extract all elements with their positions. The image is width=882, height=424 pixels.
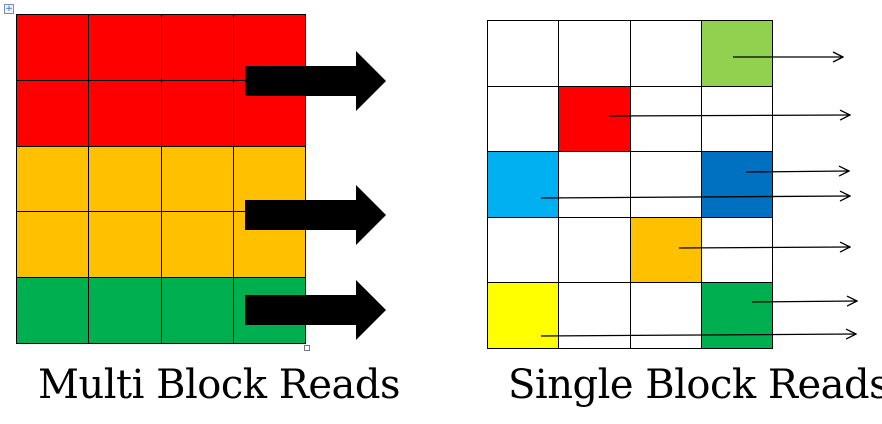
multi-block-cell bbox=[161, 212, 234, 279]
multi-block-cell bbox=[17, 212, 90, 279]
multi-block-cell bbox=[17, 80, 90, 147]
multi-block-cell bbox=[233, 146, 306, 213]
table-move-handle-icon[interactable]: + bbox=[4, 4, 14, 14]
single-block-cell bbox=[701, 217, 773, 284]
multi-block-cell bbox=[89, 80, 162, 147]
single-block-cell bbox=[630, 217, 702, 284]
multi-block-cell bbox=[17, 15, 90, 81]
multi-block-grid bbox=[16, 14, 306, 344]
single-block-cell bbox=[559, 283, 631, 349]
single-block-cell bbox=[630, 86, 702, 153]
single-block-cell bbox=[488, 283, 560, 349]
single-block-cell bbox=[630, 283, 702, 349]
multi-block-cell bbox=[233, 15, 306, 81]
multi-block-cell bbox=[161, 278, 234, 344]
single-block-cell bbox=[488, 217, 560, 284]
single-block-cell bbox=[559, 86, 631, 153]
multi-block-cell bbox=[17, 278, 90, 344]
multi-block-cell bbox=[233, 212, 306, 279]
single-block-cell bbox=[488, 152, 560, 218]
single-block-cell bbox=[701, 21, 773, 87]
single-block-cell bbox=[488, 86, 560, 153]
multi-block-cell bbox=[89, 278, 162, 344]
single-block-cell bbox=[630, 152, 702, 218]
multi-block-cell bbox=[89, 146, 162, 213]
single-block-cell bbox=[488, 21, 560, 87]
table-resize-handle[interactable] bbox=[304, 345, 310, 351]
single-block-cell bbox=[559, 152, 631, 218]
multi-block-cell bbox=[161, 146, 234, 213]
single-block-cell bbox=[559, 217, 631, 284]
single-block-caption: Single Block Reads bbox=[508, 362, 882, 408]
multi-block-cell bbox=[161, 15, 234, 81]
single-block-cell bbox=[630, 21, 702, 87]
single-block-cell bbox=[559, 21, 631, 87]
single-block-cell bbox=[701, 86, 773, 153]
multi-block-caption: Multi Block Reads bbox=[38, 362, 401, 408]
multi-block-cell bbox=[89, 212, 162, 279]
multi-block-cell bbox=[17, 146, 90, 213]
multi-block-cell bbox=[233, 278, 306, 344]
single-block-cell bbox=[701, 283, 773, 349]
multi-block-cell bbox=[233, 80, 306, 147]
single-block-cell bbox=[701, 152, 773, 218]
multi-block-cell bbox=[161, 80, 234, 147]
single-block-grid bbox=[487, 20, 773, 349]
multi-block-cell bbox=[89, 15, 162, 81]
